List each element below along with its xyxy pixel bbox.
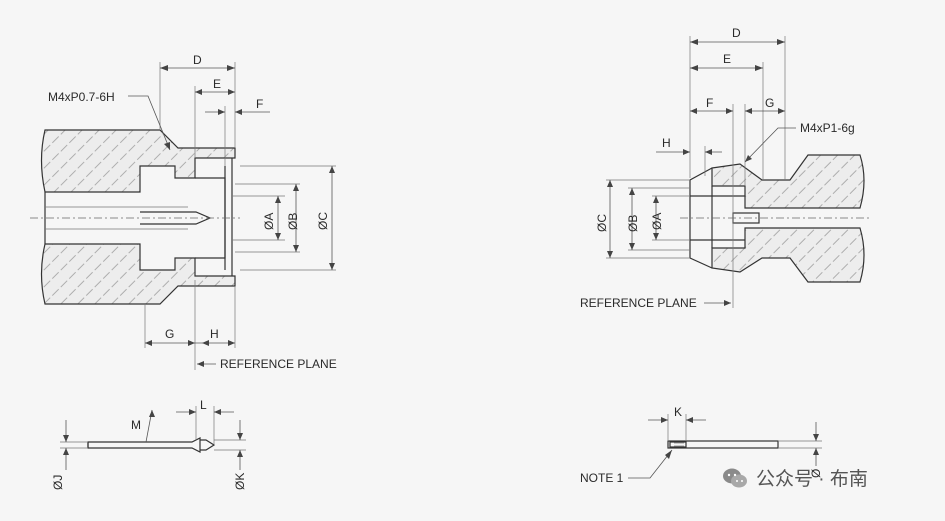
male-pin-view: K Ø NOTE 1 — [580, 405, 823, 485]
male-dim-E: E — [723, 52, 731, 66]
female-pin-dim-M: M — [131, 418, 141, 432]
female-reference-plane: REFERENCE PLANE — [220, 357, 337, 371]
female-pin-dim-L: L — [200, 398, 207, 412]
male-dim-A: ØA — [650, 213, 664, 230]
female-dim-B: ØB — [286, 213, 300, 230]
male-pin-body — [667, 440, 779, 449]
male-dim-B: ØB — [626, 215, 640, 232]
watermark: 公众号 · 布南 — [722, 464, 868, 491]
female-dim-A: ØA — [262, 213, 276, 230]
wechat-icon — [723, 468, 747, 487]
female-dim-G: G — [165, 327, 174, 341]
male-dim-G: G — [765, 96, 774, 110]
female-thread-callout: M4xP0.7-6H — [48, 90, 115, 104]
female-pin-dim-J: ØJ — [51, 475, 65, 490]
female-pin-body — [87, 437, 201, 453]
male-body-lower — [711, 227, 865, 283]
female-connector-view: D E F M4xP0.7-6H ØA ØB — [30, 53, 337, 371]
female-body-upper — [40, 129, 236, 193]
male-dim-D: D — [732, 26, 741, 40]
male-pin-note: NOTE 1 — [580, 471, 624, 485]
female-body-lower — [40, 243, 236, 305]
male-pin-dim-K: K — [674, 405, 682, 419]
male-dim-C: ØC — [595, 214, 609, 232]
female-pin-view: M L ØJ ØK — [51, 398, 247, 490]
male-pin-slot — [669, 441, 687, 448]
female-dim-F: F — [256, 97, 263, 111]
male-dim-F: F — [706, 96, 713, 110]
female-dim-H: H — [210, 327, 219, 341]
female-dim-D: D — [193, 53, 202, 67]
male-dim-H: H — [662, 136, 671, 150]
male-body-upper — [711, 154, 865, 209]
male-thread-callout: M4xP1-6g — [800, 121, 855, 135]
male-front-face — [689, 167, 713, 269]
watermark-text: 公众号 · 布南 — [756, 469, 868, 490]
female-dim-C: ØC — [316, 212, 330, 230]
male-pin-dim-diameter: Ø — [809, 469, 823, 478]
female-dim-E: E — [213, 77, 221, 91]
female-pin-dim-K: ØK — [233, 473, 247, 490]
male-reference-plane: REFERENCE PLANE — [580, 296, 697, 310]
male-connector-view: D E F G H M4xP1-6g — [580, 26, 870, 310]
